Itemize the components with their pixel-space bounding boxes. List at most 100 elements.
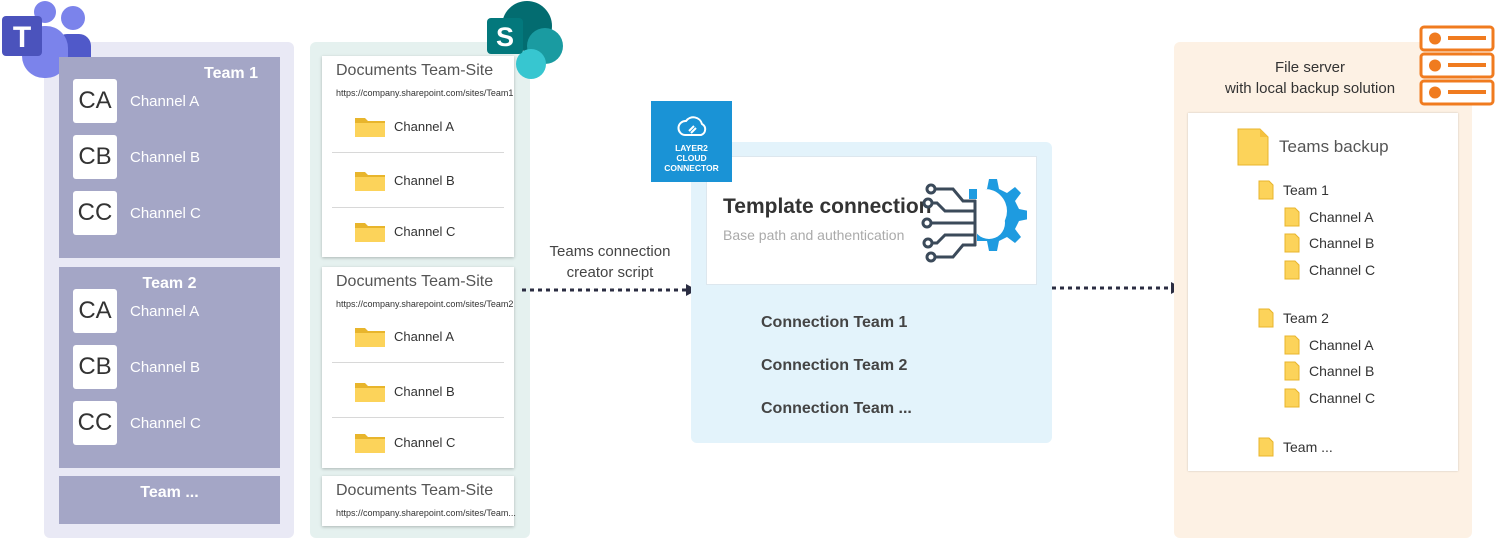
file-icon bbox=[1284, 335, 1300, 355]
tree-team: Team ... bbox=[1258, 437, 1333, 457]
divider bbox=[332, 152, 504, 153]
team-title: Team 1 bbox=[204, 65, 258, 82]
file-icon bbox=[1284, 260, 1300, 280]
folder-label: Channel C bbox=[394, 223, 456, 239]
folder-row: Channel A bbox=[354, 324, 454, 348]
channel-row: CB Channel B bbox=[73, 135, 200, 179]
channel-label: Channel A bbox=[130, 302, 200, 320]
folder-label: Channel B bbox=[394, 383, 455, 399]
channel-label: Channel C bbox=[130, 204, 201, 222]
tree-root: Teams backup bbox=[1236, 127, 1389, 167]
doc-title: Documents Team-Site bbox=[336, 273, 494, 290]
script-label-line: Teams connection bbox=[549, 243, 671, 260]
file-server-title-line: with local backup solution bbox=[1224, 80, 1396, 97]
backup-tree-card: Teams backup Team 1 Channel A Channel B … bbox=[1188, 113, 1458, 471]
channel-row: CC Channel C bbox=[73, 191, 201, 235]
server-icon bbox=[1419, 25, 1495, 106]
team-1-box: Team 1 CA Channel A CB Channel B CC Chan… bbox=[59, 57, 280, 258]
tree-team-label: Team ... bbox=[1283, 439, 1333, 455]
file-icon bbox=[1258, 437, 1274, 457]
team-more-box: Team ... bbox=[59, 476, 280, 524]
teams-logo-icon: T bbox=[2, 1, 91, 78]
tree-team-label: Team 2 bbox=[1283, 310, 1329, 326]
file-server-title-line: File server bbox=[1274, 59, 1345, 76]
file-icon bbox=[1284, 361, 1300, 381]
folder-label: Channel B bbox=[394, 172, 455, 188]
tree-channel-label: Channel A bbox=[1309, 209, 1374, 225]
svg-text:S: S bbox=[496, 22, 514, 52]
file-icon bbox=[1237, 128, 1269, 166]
folder-row: Channel B bbox=[354, 379, 455, 403]
doc-title: Documents Team-Site bbox=[336, 482, 494, 499]
channel-badge: CA bbox=[73, 289, 117, 333]
channel-badge: CB bbox=[73, 345, 117, 389]
channel-label: Channel B bbox=[130, 358, 201, 376]
document-library-card: Documents Team-Site https://company.shar… bbox=[322, 56, 514, 257]
tree-channel-label: Channel B bbox=[1309, 235, 1375, 251]
logo-line: CLOUD bbox=[676, 153, 707, 163]
script-label: Teams connection creator script bbox=[540, 241, 680, 283]
circuit-gear-icon bbox=[921, 179, 1027, 263]
file-server-title: File server with local backup solution bbox=[1190, 57, 1430, 99]
file-icon bbox=[1284, 233, 1300, 253]
folder-icon bbox=[355, 172, 385, 191]
folder-icon bbox=[355, 118, 385, 137]
team-2-box: Team 2 CA Channel A CB Channel B CC Chan… bbox=[59, 267, 280, 468]
folder-row: Channel A bbox=[354, 114, 454, 138]
tree-team: Team 1 bbox=[1258, 180, 1329, 200]
folder-label: Channel C bbox=[394, 434, 456, 450]
doc-url: https://company.sharepoint.com/sites/Tea… bbox=[336, 299, 514, 309]
tree-channel-label: Channel C bbox=[1309, 390, 1376, 406]
logo-line: LAYER2 bbox=[675, 143, 708, 153]
layer2-cloud-connector-logo: LAYER2 CLOUD CONNECTOR bbox=[651, 101, 732, 182]
tree-channel-label: Channel B bbox=[1309, 363, 1375, 379]
folder-label: Channel A bbox=[394, 118, 454, 134]
file-icon bbox=[1258, 180, 1274, 200]
channel-label: Channel B bbox=[130, 148, 201, 166]
folder-icon bbox=[355, 383, 385, 402]
folder-label: Channel A bbox=[394, 328, 454, 344]
channel-row: CA Channel A bbox=[73, 289, 199, 333]
channel-label: Channel C bbox=[130, 414, 201, 432]
tree-root-label: Teams backup bbox=[1279, 137, 1389, 156]
doc-url: https://company.sharepoint.com/sites/Tea… bbox=[336, 508, 516, 518]
divider bbox=[332, 207, 504, 208]
connection-item: Connection Team ... bbox=[761, 400, 912, 417]
cloud-plug-icon bbox=[677, 116, 707, 136]
document-library-card: Documents Team-Site https://company.shar… bbox=[322, 476, 516, 526]
file-icon bbox=[1258, 308, 1274, 328]
folder-row: Channel C bbox=[354, 430, 455, 454]
template-title: Template connection bbox=[723, 195, 932, 218]
tree-channel-label: Channel A bbox=[1309, 337, 1374, 353]
tree-channel: Channel B bbox=[1284, 361, 1374, 381]
tree-team: Team 2 bbox=[1258, 308, 1329, 328]
tree-channel: Channel A bbox=[1284, 207, 1374, 227]
tree-team-label: Team 1 bbox=[1283, 182, 1329, 198]
tree-channel: Channel C bbox=[1284, 260, 1375, 280]
folder-icon bbox=[355, 434, 385, 453]
divider bbox=[332, 362, 504, 363]
folder-icon bbox=[355, 223, 385, 242]
channel-badge: CC bbox=[73, 191, 117, 235]
file-icon bbox=[1284, 207, 1300, 227]
sharepoint-logo-icon: S bbox=[487, 1, 563, 79]
doc-url: https://company.sharepoint.com/sites/Tea… bbox=[336, 88, 514, 98]
tree-channel-label: Channel C bbox=[1309, 262, 1376, 278]
channel-row: CA Channel A bbox=[73, 79, 199, 123]
connection-item: Connection Team 1 bbox=[761, 314, 908, 331]
script-label-line: creator script bbox=[566, 264, 654, 281]
tree-channel: Channel B bbox=[1284, 233, 1374, 253]
team-title: Team 2 bbox=[142, 275, 197, 292]
folder-row: Channel B bbox=[354, 168, 455, 192]
template-subtitle: Base path and authentication bbox=[723, 227, 905, 243]
template-connection-card: Template connection Base path and authen… bbox=[706, 156, 1037, 285]
divider bbox=[332, 417, 504, 418]
tree-channel: Channel A bbox=[1284, 335, 1374, 355]
svg-text:T: T bbox=[13, 21, 31, 54]
channel-label: Channel A bbox=[130, 92, 200, 110]
team-title: Team ... bbox=[140, 484, 199, 501]
tree-channel: Channel C bbox=[1284, 388, 1375, 408]
channel-badge: CA bbox=[73, 79, 117, 123]
folder-row: Channel C bbox=[354, 219, 455, 243]
connection-item: Connection Team 2 bbox=[761, 357, 908, 374]
